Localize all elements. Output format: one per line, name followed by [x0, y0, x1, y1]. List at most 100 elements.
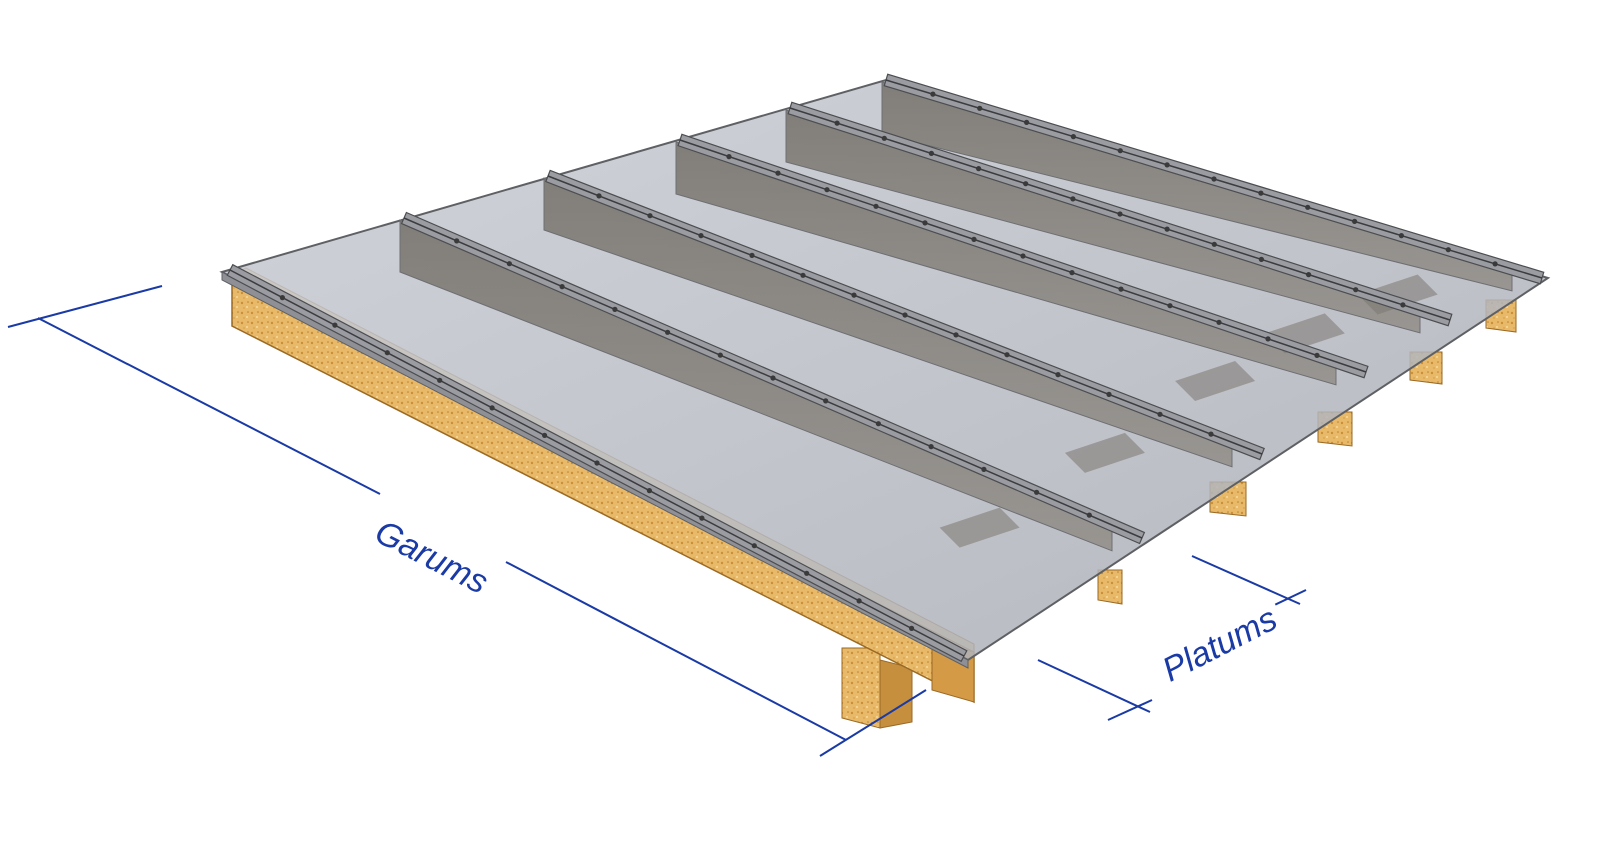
screw: [612, 306, 618, 312]
screw: [928, 150, 935, 156]
roof-rib: [226, 263, 968, 663]
screw: [851, 292, 857, 298]
screw: [834, 120, 840, 126]
screw: [1117, 211, 1123, 217]
screw: [1211, 241, 1217, 247]
screw: [1492, 261, 1498, 267]
screw: [332, 322, 338, 328]
screw: [1069, 270, 1075, 276]
length-dimension-line: [37, 317, 381, 495]
screw: [437, 377, 443, 383]
screw: [976, 166, 982, 172]
screw: [1306, 272, 1312, 278]
screw: [873, 203, 879, 209]
length-extension-tick: [819, 689, 927, 757]
screw: [751, 543, 757, 549]
screw: [824, 187, 830, 193]
screw: [953, 332, 959, 338]
screw: [971, 236, 977, 242]
screw: [1167, 303, 1173, 309]
screw: [1086, 512, 1092, 518]
screw: [594, 460, 600, 466]
screw: [804, 570, 810, 576]
screw: [800, 272, 806, 278]
screw: [506, 261, 512, 267]
screw: [1004, 352, 1010, 358]
length-dimension-line: [505, 561, 847, 741]
screw: [1164, 226, 1170, 232]
screw: [717, 352, 723, 358]
width-dimension-line: [1191, 555, 1301, 605]
screw: [1034, 489, 1040, 495]
screw: [1353, 287, 1359, 293]
screw: [384, 350, 390, 356]
screw: [823, 398, 829, 404]
panel-shadow: [1175, 360, 1256, 401]
screw: [1024, 119, 1030, 125]
screw: [1352, 218, 1358, 224]
screw: [1314, 352, 1320, 358]
screw: [596, 193, 602, 199]
screw: [279, 295, 285, 301]
length-extension-tick: [7, 285, 163, 328]
screw: [454, 238, 460, 244]
screw: [1055, 372, 1061, 378]
screw: [1106, 391, 1112, 397]
screw: [1305, 204, 1311, 210]
screw: [1117, 148, 1123, 154]
screw: [726, 154, 732, 160]
screw: [699, 515, 705, 521]
width-extension-tick: [1107, 699, 1153, 721]
screw: [977, 105, 983, 111]
screw: [1216, 319, 1222, 325]
width-dimension-line: [1037, 659, 1151, 713]
screw: [930, 91, 936, 97]
roof-rib: [677, 133, 1369, 379]
wooden-post: [1097, 569, 1123, 605]
screw: [1398, 233, 1404, 239]
panel-shadow: [1357, 274, 1438, 315]
screw: [489, 405, 495, 411]
screw: [1023, 181, 1029, 187]
screw: [646, 488, 653, 494]
wooden-post: [841, 647, 881, 729]
screw: [856, 598, 862, 604]
roof-rib: [787, 101, 1453, 327]
screw: [1020, 253, 1026, 259]
screw: [698, 233, 704, 239]
screw: [1164, 162, 1170, 168]
screw: [1070, 134, 1076, 140]
inner-panels: [399, 81, 1513, 552]
screw: [559, 284, 565, 290]
screw: [928, 444, 934, 450]
screw: [775, 170, 781, 176]
screw: [1208, 431, 1214, 437]
screw: [1258, 256, 1264, 262]
screw: [875, 421, 882, 427]
screw: [1211, 176, 1217, 182]
roof-rib: [545, 169, 1265, 461]
screw: [542, 432, 548, 438]
screw: [1157, 411, 1163, 417]
screw: [647, 213, 653, 219]
screw: [1118, 286, 1124, 292]
screw: [749, 252, 755, 258]
screw: [881, 135, 887, 141]
screw: [770, 375, 776, 381]
screw: [902, 312, 908, 318]
screw: [1070, 196, 1076, 202]
panel-shadow: [939, 507, 1020, 548]
panel-shadow: [1064, 432, 1145, 473]
roof-ribs: [226, 73, 1545, 663]
screw: [1445, 247, 1451, 253]
roof-rib: [400, 211, 1146, 545]
screw: [1400, 302, 1406, 308]
screw: [922, 220, 928, 226]
screw: [1265, 336, 1271, 342]
wooden-post: [879, 659, 913, 729]
screw: [1258, 190, 1264, 196]
screw: [665, 329, 671, 335]
roof-rib: [883, 73, 1545, 285]
